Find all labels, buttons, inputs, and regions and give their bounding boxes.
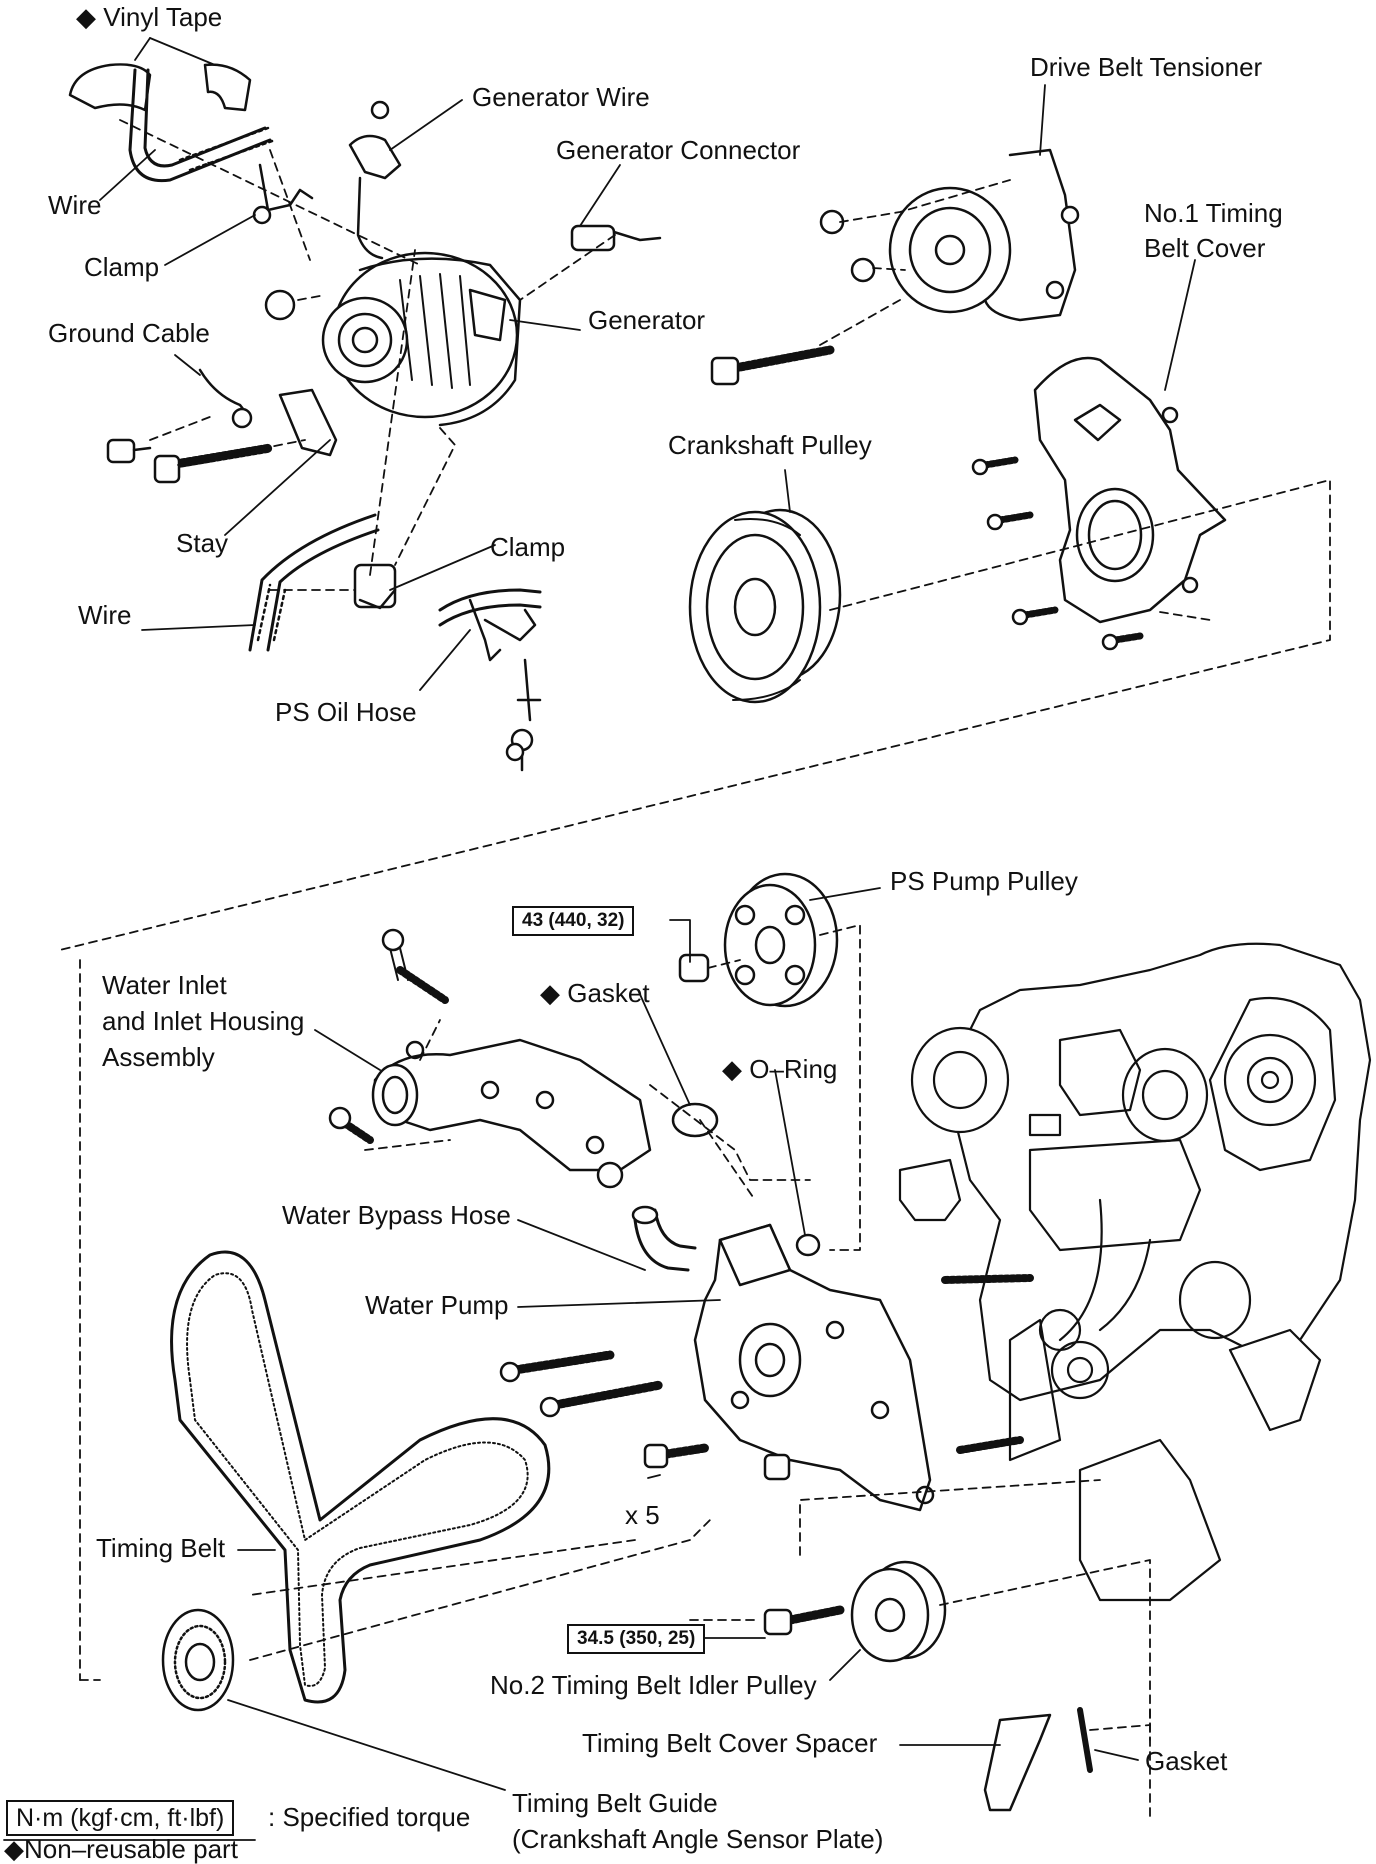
o-ring-part — [795, 1233, 821, 1257]
label-timing-belt-guide-1: Timing Belt Guide — [512, 1788, 718, 1818]
label-gasket-bottom: Gasket — [1145, 1746, 1228, 1776]
label-wire-mid: Wire — [78, 600, 132, 630]
label-timing-belt-guide-2: (Crankshaft Angle Sensor Plate) — [512, 1824, 884, 1854]
ps-pulley-nut — [678, 953, 710, 983]
no1-timing-belt-cover-part — [1033, 356, 1227, 624]
cover-bolts — [971, 456, 1144, 651]
wire-harness-top — [128, 68, 277, 183]
water-inlet-housing-part — [328, 928, 652, 1189]
label-no1-timing-belt-cover-1: No.1 Timing — [1144, 198, 1283, 228]
ps-pump-pulley-part — [723, 872, 839, 1008]
label-water-inlet-2: and Inlet Housing — [102, 1006, 305, 1036]
no2-idler-pulley-part — [763, 1560, 947, 1663]
label-wire-top: Wire — [48, 190, 102, 220]
label-drive-belt-tensioner: Drive Belt Tensioner — [1030, 52, 1263, 82]
label-no2-idler-pulley: No.2 Timing Belt Idler Pulley — [490, 1670, 817, 1700]
label-crankshaft-pulley: Crankshaft Pulley — [668, 430, 872, 460]
label-ps-pump-pulley: PS Pump Pulley — [890, 866, 1078, 896]
label-timing-belt: Timing Belt — [96, 1533, 226, 1563]
label-gasket-top: ◆ Gasket — [540, 978, 650, 1008]
torque-ps-pump-pulley-nut: 43 (440, 32) — [512, 906, 635, 936]
label-water-inlet-1: Water Inlet — [102, 970, 227, 1000]
clamp-mid-part — [353, 563, 397, 610]
vinyl-tape-part — [68, 63, 252, 112]
label-water-pump: Water Pump — [365, 1290, 509, 1320]
engine-block — [898, 942, 1372, 1602]
label-generator-wire: Generator Wire — [472, 82, 650, 112]
timing-belt-guide-part — [161, 1608, 235, 1712]
gasket-strip-part — [1077, 1707, 1093, 1773]
label-clamp-top: Clamp — [84, 252, 160, 282]
timing-belt-cover-spacer-part — [983, 1713, 1052, 1812]
torque-idler-pulley-bolt: 34.5 (350, 25) — [567, 1624, 706, 1654]
wire-harness-mid — [248, 513, 380, 652]
label-stay: Stay — [176, 528, 229, 558]
generator-nut — [264, 289, 296, 321]
ps-oil-hose-part — [438, 588, 542, 772]
label-clamp-mid: Clamp — [490, 532, 566, 562]
generator-wire-part — [348, 100, 402, 260]
water-pump-bolts — [499, 1274, 1034, 1481]
water-pump-part — [693, 1223, 935, 1512]
label-no1-timing-belt-cover-2: Belt Cover — [1144, 233, 1266, 263]
ground-cable-part — [106, 368, 253, 464]
assembly-lines-top — [59, 119, 1331, 951]
crankshaft-pulley-part — [688, 508, 842, 704]
label-x5: x 5 — [625, 1500, 660, 1530]
label-timing-belt-cover-spacer: Timing Belt Cover Spacer — [582, 1728, 878, 1758]
legend-non-reusable: ◆Non–reusable part — [4, 1834, 238, 1864]
legend-torque-unit: N·m (kgf·cm, ft·lbf) — [6, 1800, 235, 1836]
timing-belt-part — [170, 1250, 551, 1704]
legend-torque-desc: : Specified torque — [268, 1802, 471, 1832]
label-ps-oil-hose: PS Oil Hose — [275, 697, 417, 727]
drive-belt-tensioner-part — [819, 148, 1080, 322]
generator-connector-part — [570, 224, 662, 252]
stay-part — [153, 388, 338, 484]
label-generator: Generator — [588, 305, 706, 335]
label-water-inlet-3: Assembly — [102, 1042, 215, 1072]
clamp-top-part — [252, 163, 314, 225]
label-vinyl-tape: ◆ Vinyl Tape — [76, 2, 223, 32]
assembly-lines-bottom — [79, 924, 1151, 1821]
label-ground-cable: Ground Cable — [48, 318, 210, 348]
label-o-ring: ◆ O–Ring — [722, 1054, 838, 1084]
label-water-bypass-hose: Water Bypass Hose — [282, 1200, 511, 1230]
generator-part — [321, 251, 522, 427]
label-generator-connector: Generator Connector — [556, 135, 801, 165]
water-bypass-hose-part — [631, 1205, 697, 1272]
tensioner-bolt — [710, 345, 835, 386]
